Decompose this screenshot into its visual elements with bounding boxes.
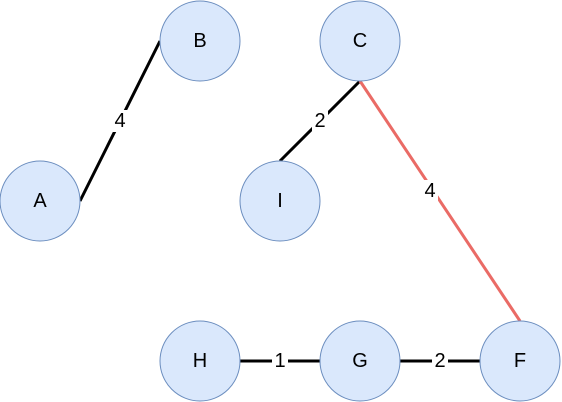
node-g: G — [319, 320, 401, 402]
node-i: I — [239, 160, 321, 242]
edge-a-b: 4 — [78, 40, 162, 202]
node-label: H — [193, 350, 207, 372]
edge-label-background — [312, 110, 328, 132]
edge-weight-label: 2 — [434, 350, 445, 372]
edge-line — [358, 80, 522, 322]
edge-h-g: 1 — [240, 350, 320, 372]
node-label: F — [514, 350, 526, 372]
edge-c-f: 4 — [358, 80, 522, 322]
node-c: C — [319, 0, 401, 82]
edge-weight-label: 1 — [274, 350, 285, 372]
edge-weight-label: 2 — [314, 110, 325, 132]
edge-weight-label: 4 — [114, 110, 125, 132]
node-b: B — [159, 0, 241, 82]
edge-c-i: 2 — [278, 79, 362, 163]
edges-layer: 4 2 4 1 2 — [78, 40, 522, 372]
node-circle — [319, 320, 401, 402]
node-label: A — [33, 190, 47, 212]
node-h: H — [159, 320, 241, 402]
node-label: I — [277, 190, 283, 212]
node-circle — [0, 160, 81, 242]
edge-label-background — [432, 350, 448, 372]
node-f: F — [479, 320, 561, 402]
node-a: A — [0, 160, 81, 242]
node-circle — [159, 320, 241, 402]
node-circle — [479, 320, 561, 402]
edge-label-background — [272, 350, 288, 372]
edge-weight-label: 4 — [424, 180, 435, 202]
node-circle — [319, 0, 401, 82]
node-circle — [239, 160, 321, 242]
edge-label-background — [422, 180, 438, 202]
edge-g-f: 2 — [400, 350, 480, 372]
node-label: C — [353, 30, 367, 52]
node-label: B — [193, 30, 206, 52]
node-circle — [159, 0, 241, 82]
edge-label-background — [112, 110, 128, 132]
node-label: G — [352, 350, 368, 372]
